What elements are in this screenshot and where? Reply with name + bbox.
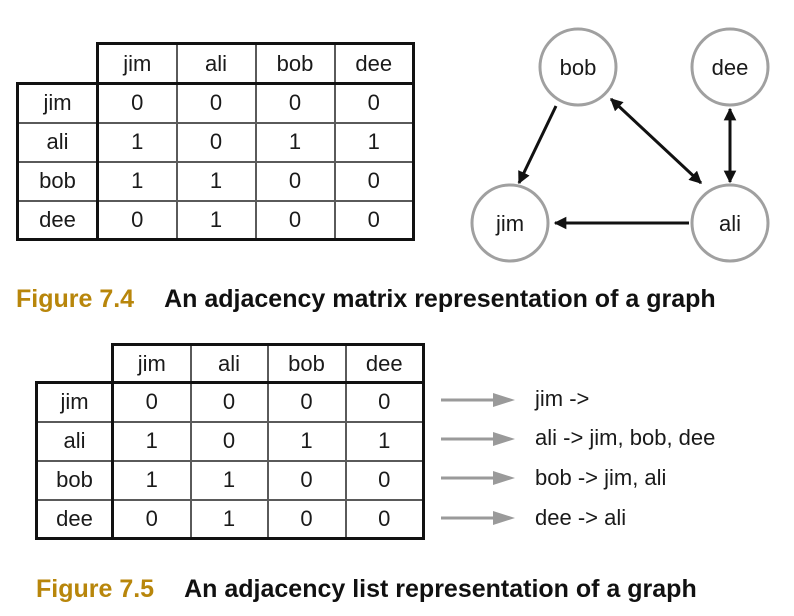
matrix-col-header: dee [344,343,425,384]
matrix-col-header: ali [175,42,257,85]
matrix-row-header: dee [35,498,114,540]
matrix-col-header: jim [96,42,178,85]
matrix-cell: 1 [344,420,425,462]
matrix-col-header: ali [189,343,269,384]
matrix-row-header: bob [35,459,114,501]
matrix-cell: 0 [189,420,269,462]
figure-caption-7-4: Figure 7.4 An adjacency matrix representa… [16,285,716,314]
row-arrow-icon [441,393,515,407]
matrix-col-header: bob [254,42,336,85]
matrix-cell: 0 [344,459,425,501]
matrix-cell: 0 [266,459,347,501]
matrix-corner [37,345,113,383]
matrix-cell: 0 [96,199,178,241]
figure-label: Figure 7.5 [36,575,155,603]
matrix-cell: 0 [189,381,269,423]
node-ali: ali [690,183,770,263]
matrix-cell: 0 [266,381,347,423]
figure-caption-7-5: Figure 7.5 An adjacency list representati… [36,575,697,604]
matrix-cell: 1 [189,498,269,540]
matrix-cell: 0 [344,381,425,423]
node-label: jim [495,211,524,236]
node-label: ali [719,211,741,236]
row-arrow-icon [441,471,515,485]
matrix-cell: 1 [266,420,347,462]
adjacency-list-entry: jim -> [535,386,590,411]
caption-text: An adjacency matrix representation of a … [164,285,716,313]
node-label: bob [560,55,597,80]
matrix-cell: 0 [175,121,257,163]
node-label: dee [712,55,749,80]
matrix-cell: 1 [96,160,178,202]
adjacency-matrix-7-4: jim ali bob dee jim 0 0 0 0 ali 1 0 1 1 … [16,42,415,241]
matrix-cell: 0 [111,498,192,540]
matrix-row-header: jim [16,82,99,124]
matrix-col-header: bob [266,343,347,384]
matrix-cell: 0 [96,82,178,124]
matrix-cell: 0 [254,82,336,124]
matrix-cell: 0 [254,199,336,241]
adjacency-list-entry: bob -> jim, ali [535,465,667,490]
matrix-cell: 1 [96,121,178,163]
matrix-cell: 0 [333,160,415,202]
row-arrow-icon [441,511,515,525]
matrix-row-header: bob [16,160,99,202]
matrix-cell: 1 [175,160,257,202]
adjacency-matrix-7-5: jim ali bob dee jim 0 0 0 0 ali 1 0 1 1 … [35,343,425,540]
matrix-cell: 1 [111,420,192,462]
row-arrow-icon [441,432,515,446]
matrix-row-header: jim [35,381,114,423]
node-jim: jim [470,183,550,263]
matrix-cell: 0 [333,82,415,124]
caption-text: An adjacency list representation of a gr… [184,575,697,603]
matrix-cell: 0 [333,199,415,241]
directed-graph: bob dee jim ali [470,27,770,263]
matrix-row-header: dee [16,199,99,241]
matrix-cell: 1 [254,121,336,163]
figure-label: Figure 7.4 [16,285,135,313]
matrix-col-header: jim [111,343,192,384]
adjacency-list-arrows [441,393,515,525]
node-dee: dee [690,27,770,107]
matrix-cell: 1 [111,459,192,501]
edge-bob-to-jim [517,105,558,185]
matrix-row-header: ali [16,121,99,163]
node-bob: bob [538,27,618,107]
matrix-row-header: ali [35,420,114,462]
adjacency-list-entry: ali -> jim, bob, dee [535,425,716,450]
matrix-cell: 0 [111,381,192,423]
edge-bob-ali-bidirectional [609,97,703,185]
matrix-corner [18,44,98,84]
matrix-cell: 0 [266,498,347,540]
matrix-cell: 0 [254,160,336,202]
matrix-cell: 1 [333,121,415,163]
matrix-cell: 0 [175,82,257,124]
adjacency-list-entry: dee -> ali [535,505,627,530]
matrix-cell: 1 [175,199,257,241]
matrix-cell: 0 [344,498,425,540]
matrix-cell: 1 [189,459,269,501]
matrix-col-header: dee [333,42,415,85]
